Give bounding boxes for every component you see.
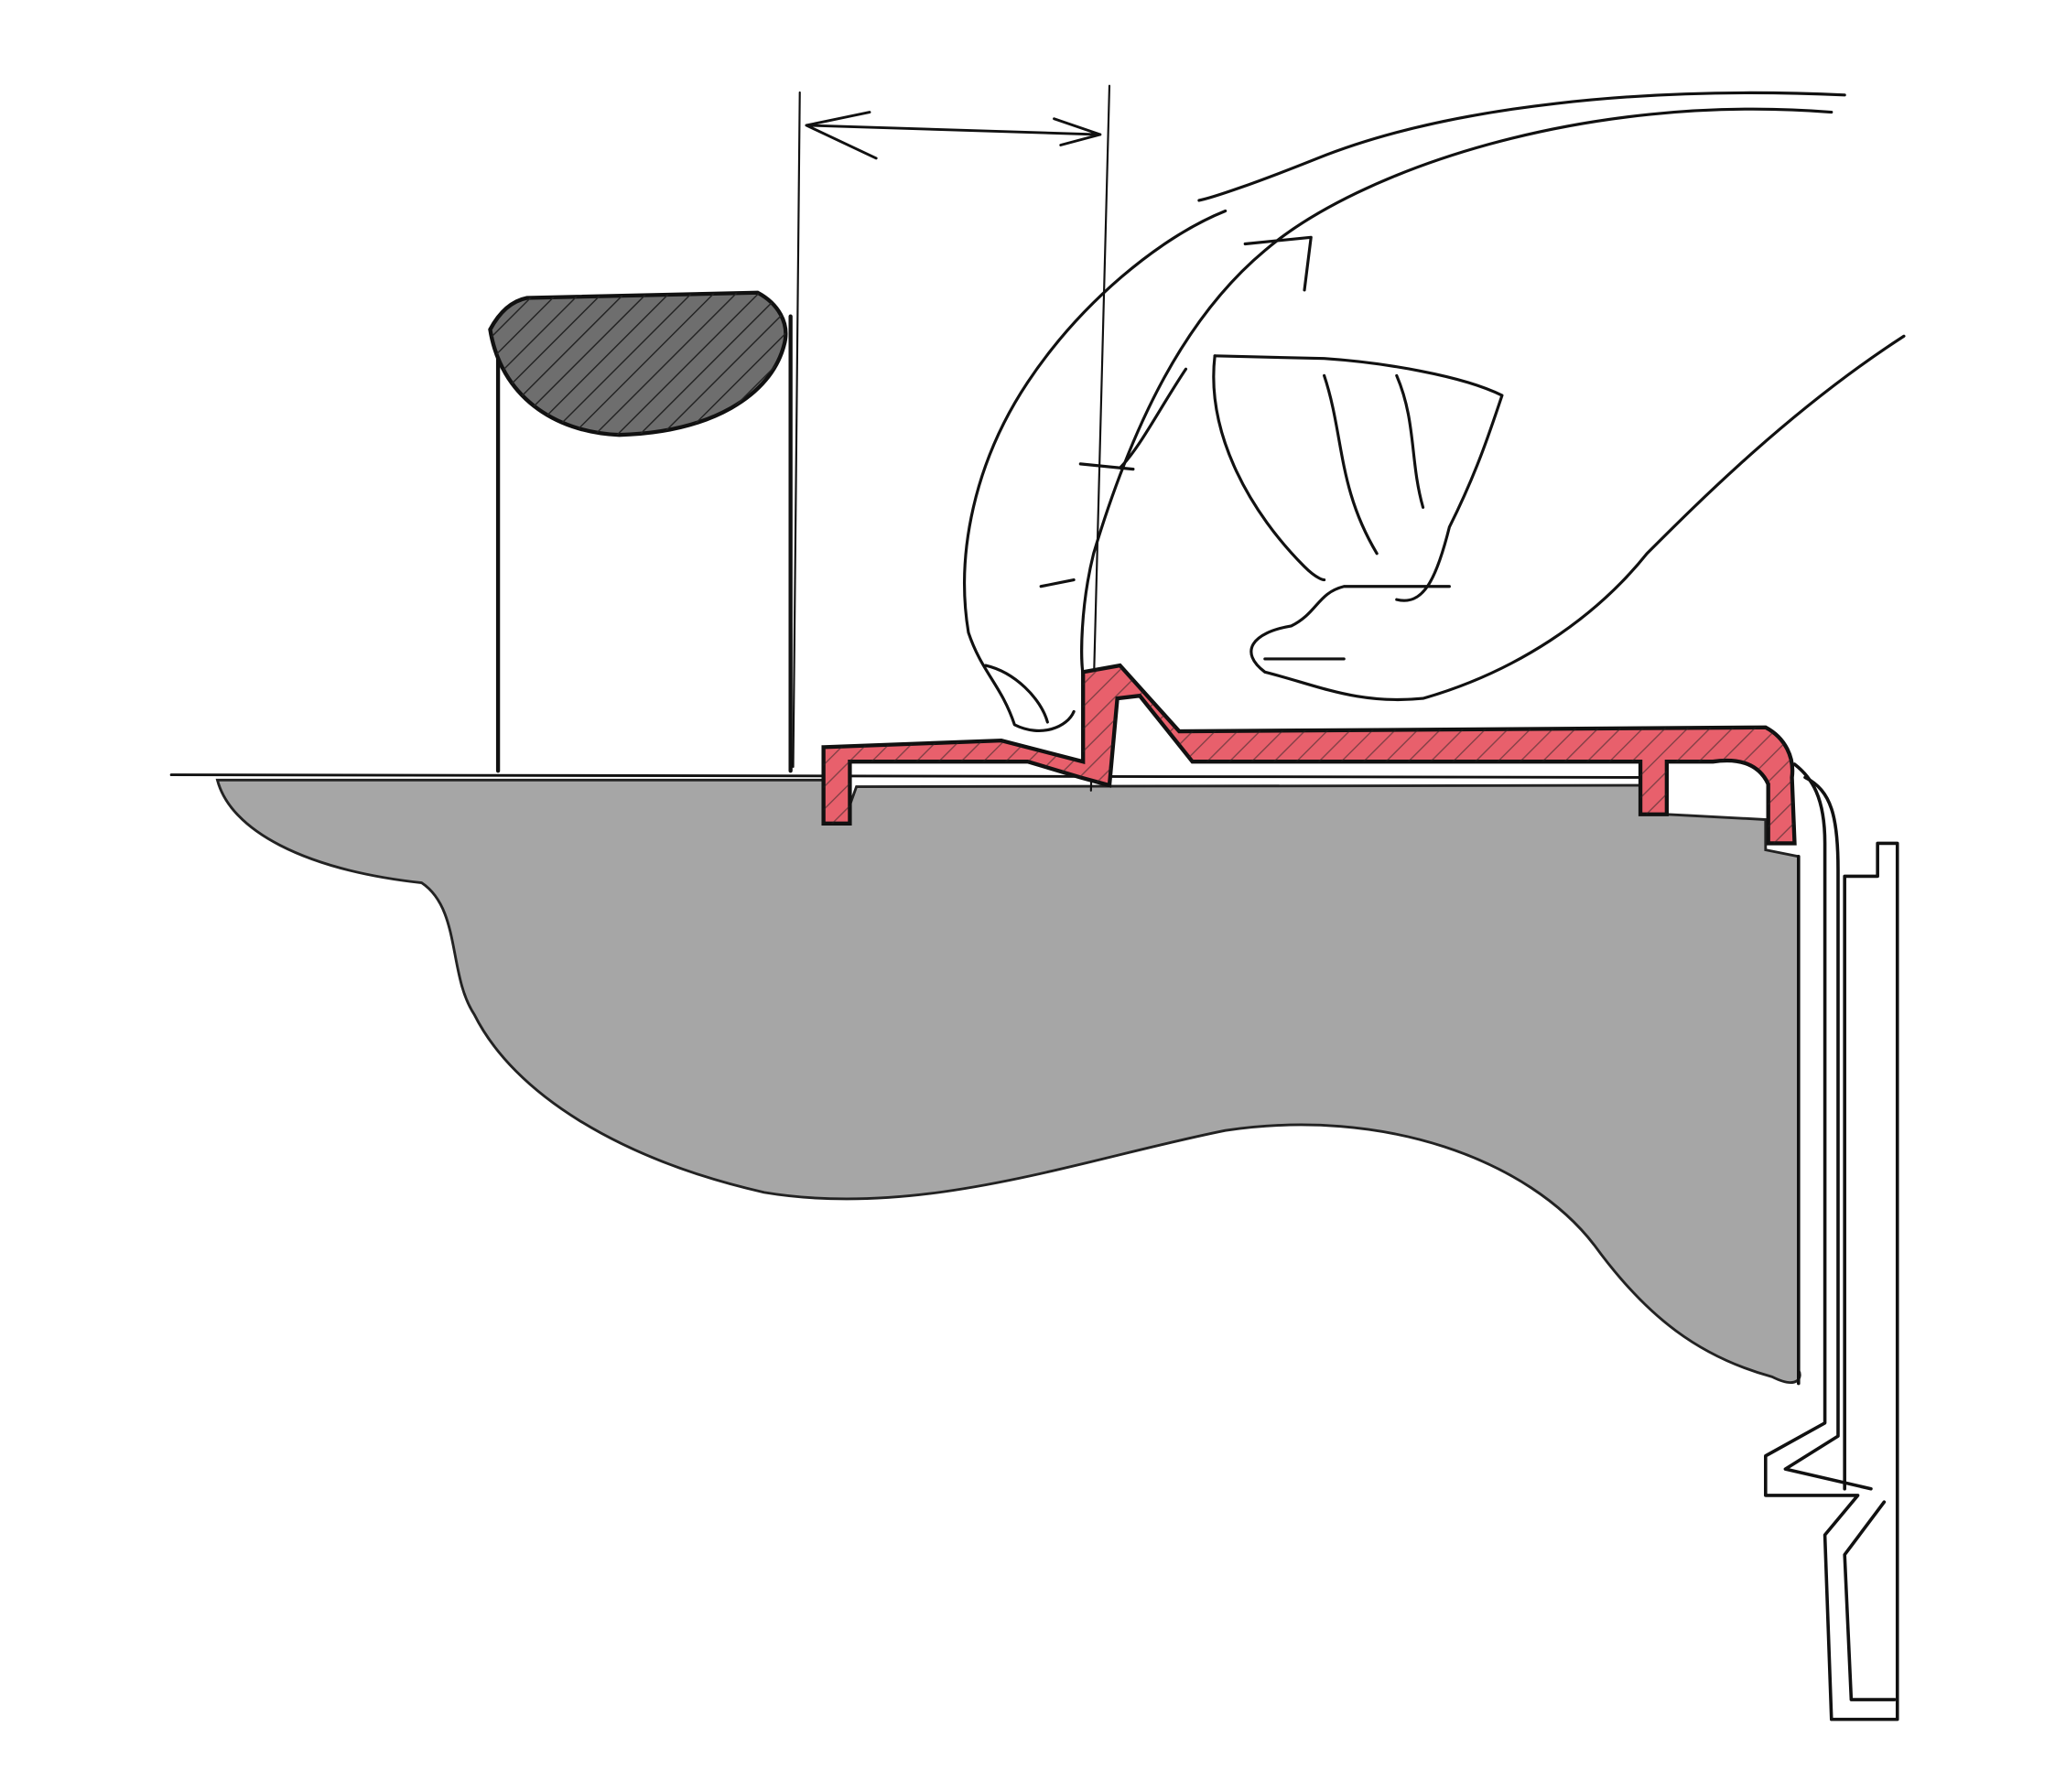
side-panel bbox=[1764, 762, 1899, 1722]
dimension-marker bbox=[792, 84, 1111, 792]
surface-line bbox=[169, 773, 1649, 779]
hand-drawing bbox=[963, 91, 1906, 732]
cylinder-object bbox=[488, 290, 793, 773]
double-arrow-icon bbox=[805, 111, 1102, 160]
counter-section bbox=[215, 778, 1801, 1384]
